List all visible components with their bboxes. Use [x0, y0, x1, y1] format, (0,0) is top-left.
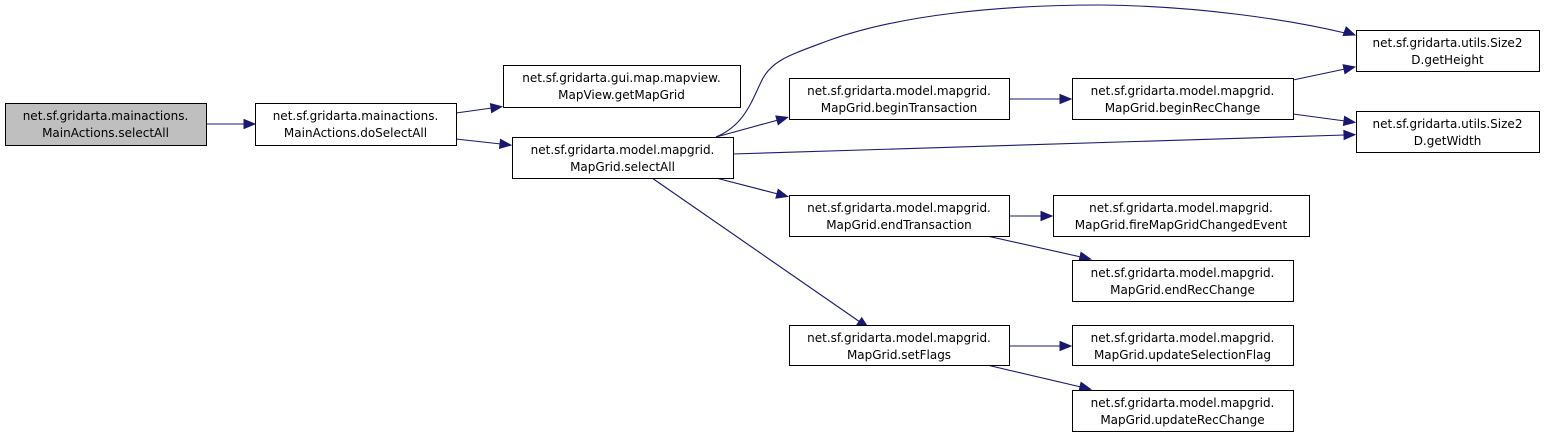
node-label-line2: MainActions.doSelectAll [284, 126, 427, 140]
node-label-line1: net.sf.gridarta.model.mapgrid. [1091, 396, 1275, 410]
node-label-line2: MapGrid.beginTransaction [821, 101, 978, 115]
node-box[interactable] [789, 78, 1010, 120]
node-box[interactable] [789, 195, 1010, 237]
node-box[interactable] [1072, 325, 1294, 366]
node-root[interactable]: net.sf.gridarta.mainactions. MainActions.… [5, 103, 207, 146]
edge-beginRecChange-to-getHeight [1292, 64, 1357, 81]
node-box[interactable] [1356, 30, 1540, 72]
node-label-line1: net.sf.gridarta.model.mapgrid. [1091, 331, 1275, 345]
node-label-line1: net.sf.gridarta.mainactions. [23, 109, 189, 123]
arrowhead-icon [1078, 251, 1093, 262]
node-label-line2: MainActions.selectAll [42, 126, 169, 140]
arrowhead-icon [1059, 93, 1073, 105]
arrowhead-icon [775, 115, 789, 126]
edge-mgSelectAll-to-beginTransaction [715, 115, 789, 138]
node-box[interactable] [1356, 111, 1540, 153]
node-box[interactable] [1072, 260, 1294, 302]
edge-mgSelectAll-to-getWidth [732, 129, 1357, 155]
arrowhead-icon [489, 103, 504, 114]
node-box[interactable] [512, 137, 734, 179]
edge-doSelectAll-to-getMapGrid [455, 103, 504, 114]
node-mgSelectAll[interactable]: net.sf.gridarta.model.mapgrid. MapGrid.se… [512, 137, 734, 179]
edge-doSelectAll-to-mgSelectAll [455, 138, 513, 150]
node-box[interactable] [255, 103, 457, 146]
arrowhead-icon [1342, 64, 1357, 75]
arrowhead-icon [498, 138, 513, 150]
node-beginTransaction[interactable]: net.sf.gridarta.model.mapgrid. MapGrid.be… [789, 78, 1010, 120]
node-doSelectAll[interactable]: net.sf.gridarta.mainactions. MainActions.… [255, 103, 457, 146]
arrowhead-icon [1059, 340, 1073, 352]
node-label-line1: net.sf.gridarta.model.mapgrid. [1091, 84, 1275, 98]
edge-beginRecChange-to-getWidth [1292, 113, 1357, 126]
node-label-line2: MapView.getMapGrid [558, 88, 685, 102]
edge-endTransaction-to-endRecChange [986, 235, 1093, 262]
node-label-line2: MapGrid.updateRecChange [1100, 413, 1264, 427]
edge-line [986, 235, 1082, 258]
node-label-line2: D.getWidth [1414, 134, 1482, 148]
arrowhead-icon [1343, 129, 1357, 141]
edge-setFlags-to-updateRecChange [986, 364, 1093, 392]
edge-endTransaction-to-fireEvent [1009, 210, 1054, 222]
node-label-line1: net.sf.gridarta.utils.Size2 [1373, 117, 1523, 131]
node-updateRecChange[interactable]: net.sf.gridarta.model.mapgrid. MapGrid.up… [1072, 390, 1294, 432]
node-label-line1: net.sf.gridarta.model.mapgrid. [807, 84, 991, 98]
node-beginRecChange[interactable]: net.sf.gridarta.model.mapgrid. MapGrid.be… [1072, 78, 1294, 120]
edges-layer [206, 4, 1357, 392]
node-label-line1: net.sf.gridarta.model.mapgrid. [807, 331, 991, 345]
edge-mgSelectAll-to-getHeight [715, 4, 1357, 138]
edge-line [732, 134, 1346, 155]
node-label-line2: MapGrid.selectAll [570, 160, 675, 174]
edge-mgSelectAll-to-endTransaction [715, 177, 789, 199]
node-box[interactable] [5, 103, 207, 146]
node-label-line1: net.sf.gridarta.model.mapgrid. [1089, 201, 1273, 215]
edge-line [715, 177, 779, 195]
edge-line [715, 119, 779, 138]
node-label-line1: net.sf.gridarta.mainactions. [273, 109, 439, 123]
node-box[interactable] [1072, 390, 1294, 432]
edge-line [455, 107, 493, 114]
node-label-line1: net.sf.gridarta.model.mapgrid. [1091, 266, 1275, 280]
node-box[interactable] [503, 65, 741, 108]
arrowhead-icon [1040, 210, 1054, 222]
nodes-layer: net.sf.gridarta.mainactions. MainActions.… [5, 30, 1540, 432]
node-box[interactable] [1053, 195, 1310, 237]
edge-line [1292, 113, 1346, 122]
arrowhead-icon [1342, 115, 1357, 126]
edge-setFlags-to-updateSelectionFlag [1009, 340, 1073, 352]
node-label-line2: D.getHeight [1411, 53, 1484, 67]
edge-root-to-doSelectAll [206, 118, 257, 130]
node-label-line2: MapGrid.updateSelectionFlag [1094, 348, 1271, 362]
node-box[interactable] [789, 325, 1010, 366]
arrowhead-icon [243, 118, 257, 130]
node-label-line2: MapGrid.beginRecChange [1105, 101, 1261, 115]
node-endRecChange[interactable]: net.sf.gridarta.model.mapgrid. MapGrid.en… [1072, 260, 1294, 302]
node-updateSelectionFlag[interactable]: net.sf.gridarta.model.mapgrid. MapGrid.up… [1072, 325, 1294, 366]
edge-line [651, 177, 861, 323]
node-label-line2: MapGrid.endRecChange [1110, 283, 1255, 297]
node-label-line2: MapGrid.endTransaction [826, 218, 972, 232]
edge-line [1292, 68, 1346, 81]
arrowhead-icon [1078, 381, 1093, 392]
node-label-line1: net.sf.gridarta.utils.Size2 [1373, 36, 1523, 50]
node-getMapGrid[interactable]: net.sf.gridarta.gui.map.mapview. MapView.… [503, 65, 741, 108]
node-fireEvent[interactable]: net.sf.gridarta.model.mapgrid. MapGrid.fi… [1053, 195, 1310, 237]
node-box[interactable] [1072, 78, 1294, 120]
edge-line [986, 364, 1082, 388]
node-endTransaction[interactable]: net.sf.gridarta.model.mapgrid. MapGrid.en… [789, 195, 1010, 237]
node-label-line1: net.sf.gridarta.model.mapgrid. [531, 143, 715, 157]
node-label-line1: net.sf.gridarta.gui.map.mapview. [522, 71, 720, 85]
edge-line [455, 138, 502, 145]
node-setFlags[interactable]: net.sf.gridarta.model.mapgrid. MapGrid.se… [789, 325, 1010, 366]
node-label-line2: MapGrid.setFlags [847, 348, 951, 362]
arrowhead-icon [775, 188, 789, 199]
node-label-line2: MapGrid.fireMapGridChangedEvent [1075, 218, 1288, 232]
arrowhead-icon [1342, 26, 1357, 36]
node-label-line1: net.sf.gridarta.model.mapgrid. [807, 201, 991, 215]
edge-beginTransaction-to-beginRecChange [1009, 93, 1073, 105]
edge-line [715, 4, 1346, 138]
